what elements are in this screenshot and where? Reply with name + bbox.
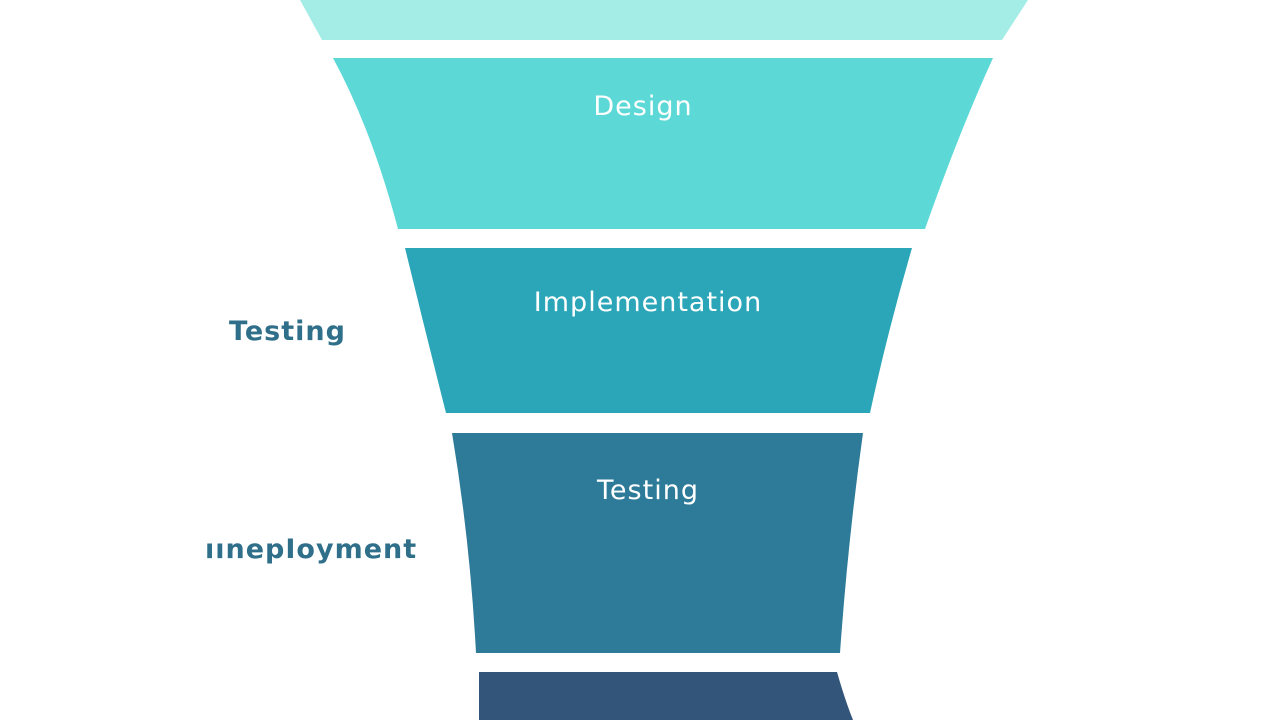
funnel-stage-design: [333, 58, 993, 229]
funnel-stage-testing: [452, 433, 863, 653]
stage-label-testing: Testing: [596, 475, 699, 506]
stage-label-implementation: Implementation: [534, 287, 762, 318]
funnel-stage-implementation: [405, 248, 912, 413]
side-label-deployment: ıınepIoyment: [205, 534, 418, 565]
stage-label-design: Design: [593, 91, 692, 122]
funnel-stage-5: [479, 672, 853, 720]
side-label-testing: Testing: [229, 316, 346, 347]
funnel-stage-1: [300, 0, 1028, 40]
